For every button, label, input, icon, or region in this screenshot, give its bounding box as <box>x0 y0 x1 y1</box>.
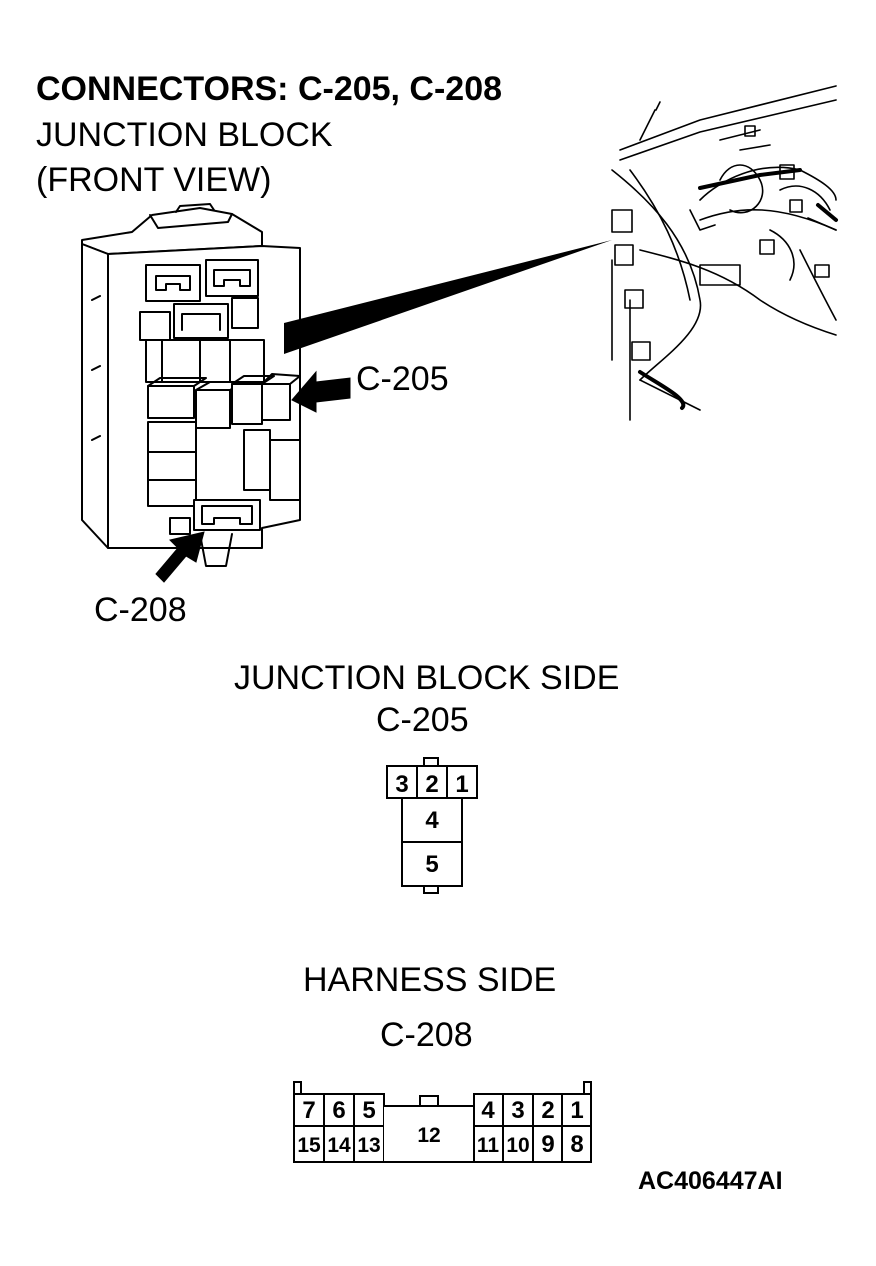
callout-c208: C-208 <box>94 591 187 629</box>
c208-pin-6: 6 <box>332 1097 345 1124</box>
harness-cable-upper <box>698 168 802 190</box>
c205-pin-4: 4 <box>425 807 439 834</box>
c205-pin-3: 3 <box>395 771 408 798</box>
c205-pin-5: 5 <box>425 851 438 878</box>
c208-pin-9: 9 <box>541 1131 554 1158</box>
junction-side-connector: C-205 <box>376 701 469 739</box>
harness-side-connector: C-208 <box>380 1016 473 1054</box>
arrow-c208 <box>155 531 205 583</box>
callout-c205: C-205 <box>356 360 449 398</box>
c208-pin-12: 12 <box>417 1124 440 1147</box>
c208-pin-2: 2 <box>541 1097 554 1124</box>
c205-pin-2: 2 <box>425 771 438 798</box>
junction-side-title: JUNCTION BLOCK SIDE <box>234 659 620 697</box>
c208-pin-8: 8 <box>570 1131 583 1158</box>
zoom-wedge <box>284 240 612 354</box>
c208-pin-14: 14 <box>327 1134 351 1157</box>
junction-block-drawing <box>81 203 301 567</box>
c208-pin-3: 3 <box>511 1097 524 1124</box>
arrow-c205 <box>291 370 351 413</box>
c205-connector-diagram <box>386 757 478 894</box>
subtitle-front-view: (FRONT VIEW) <box>36 161 272 199</box>
harness-side-title: HARNESS SIDE <box>303 961 557 999</box>
c208-pin-7: 7 <box>302 1097 315 1124</box>
c208-pin-10: 10 <box>506 1134 529 1157</box>
c205-pin-1: 1 <box>455 771 468 798</box>
diagram-title: CONNECTORS: C-205, C-208 <box>36 70 503 108</box>
figure-code: AC406447AI <box>638 1167 783 1195</box>
c208-pin-1: 1 <box>570 1097 583 1124</box>
harness-cable <box>638 370 686 410</box>
c208-pin-4: 4 <box>481 1097 495 1124</box>
subtitle-junction-block: JUNCTION BLOCK <box>36 116 333 154</box>
c208-pin-5: 5 <box>362 1097 375 1124</box>
c208-connector-diagram <box>293 1081 592 1163</box>
c208-pin-11: 11 <box>477 1134 500 1157</box>
dashboard-harness-sketch <box>611 85 837 421</box>
c208-pin-15: 15 <box>297 1134 321 1157</box>
c208-pin-13: 13 <box>357 1134 380 1157</box>
